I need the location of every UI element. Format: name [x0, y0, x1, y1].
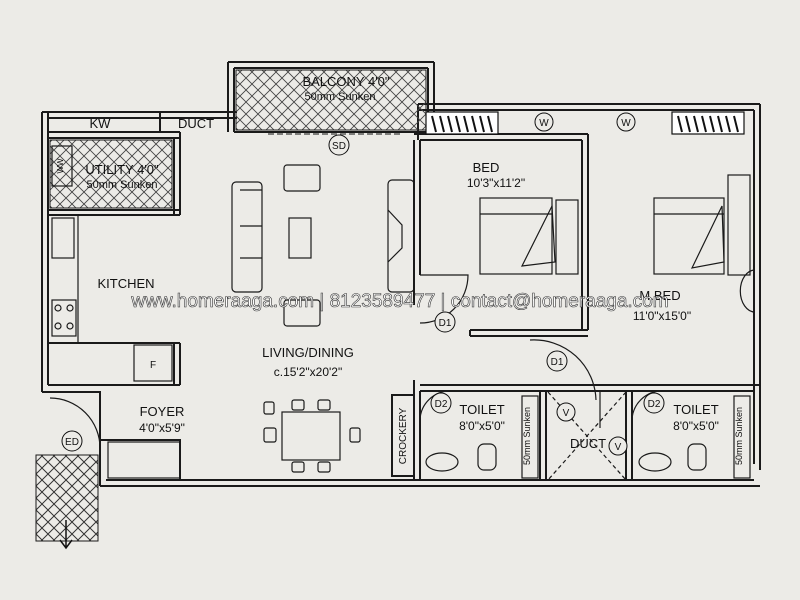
toilet1-size: 8'0"x5'0" [459, 419, 505, 433]
living-size: c.15'2"x20'2" [274, 365, 342, 379]
living-label: LIVING/DINING [262, 345, 354, 360]
bed2-size: 11'0"x15'0" [633, 309, 691, 323]
d2-toilet2-tag: D2 [643, 392, 665, 414]
svg-text:W: W [621, 118, 631, 129]
bed-window-left [425, 111, 499, 135]
utility-label: UTILITY 4'0" [85, 162, 159, 177]
bed1-label: BED [473, 160, 500, 175]
crockery-label: CROCKERY [398, 407, 409, 464]
toilet2-label: TOILET [673, 402, 718, 417]
svg-text:D1: D1 [551, 357, 564, 368]
svg-text:W: W [539, 118, 549, 129]
svg-text:D2: D2 [435, 399, 448, 410]
svg-text:V: V [563, 408, 570, 419]
balcony-note: 50mm Sunken [305, 91, 376, 103]
d1-corridor-tag: D1 [546, 350, 568, 372]
bed-window-right [671, 111, 745, 135]
tags: SD ED D1 D1 D2 D2 W W [56, 112, 665, 456]
toilet1-note: 50mm Sunken [522, 407, 532, 465]
duct-mid-label: DUCT [570, 436, 606, 451]
room-labels: BALCONY 4'0" 50mm Sunken KW DUCT UTILITY… [85, 74, 744, 465]
kitchen-label: KITCHEN [97, 276, 154, 291]
ed-tag: ED [61, 430, 83, 452]
kw-label: KW [90, 116, 112, 131]
foyer-size: 4'0"x5'9" [139, 421, 185, 435]
sd-tag: SD [328, 134, 350, 156]
furniture [47, 145, 751, 481]
toilet2-note: 50mm Sunken [734, 407, 744, 465]
watermark: www.homeraaga.com | 8123589477 | contact… [130, 291, 668, 312]
svg-text:D2: D2 [648, 399, 661, 410]
ww-tag: WW [56, 158, 65, 174]
svg-text:ED: ED [65, 437, 79, 448]
w2-tag: W [616, 112, 636, 132]
entry-arrow-icon [59, 520, 73, 550]
doors [49, 269, 756, 449]
toilet2-size: 8'0"x5'0" [673, 419, 719, 433]
bed2-label: M.BED [639, 288, 680, 303]
balcony-label: BALCONY 4'0" [302, 74, 389, 89]
utility-note: 50mm Sunken [87, 179, 158, 191]
v2-tag: V [608, 436, 628, 456]
svg-text:D1: D1 [439, 318, 452, 329]
v1-tag: V [556, 402, 576, 422]
toilet1-label: TOILET [459, 402, 504, 417]
utility-floor-hatch [49, 139, 173, 209]
fridge-tag: F [150, 360, 156, 371]
d1-bed-tag: D1 [434, 311, 456, 333]
entrance-paving-hatch [35, 454, 99, 542]
foyer-label: FOYER [140, 404, 185, 419]
d2-toilet1-tag: D2 [430, 392, 452, 414]
bed1-size: 10'3"x11'2" [467, 176, 525, 190]
svg-text:SD: SD [332, 141, 346, 152]
duct-top-label: DUCT [178, 116, 214, 131]
balcony-floor-hatch [235, 69, 427, 131]
svg-text:V: V [615, 442, 622, 453]
w1-tag: W [534, 112, 554, 132]
